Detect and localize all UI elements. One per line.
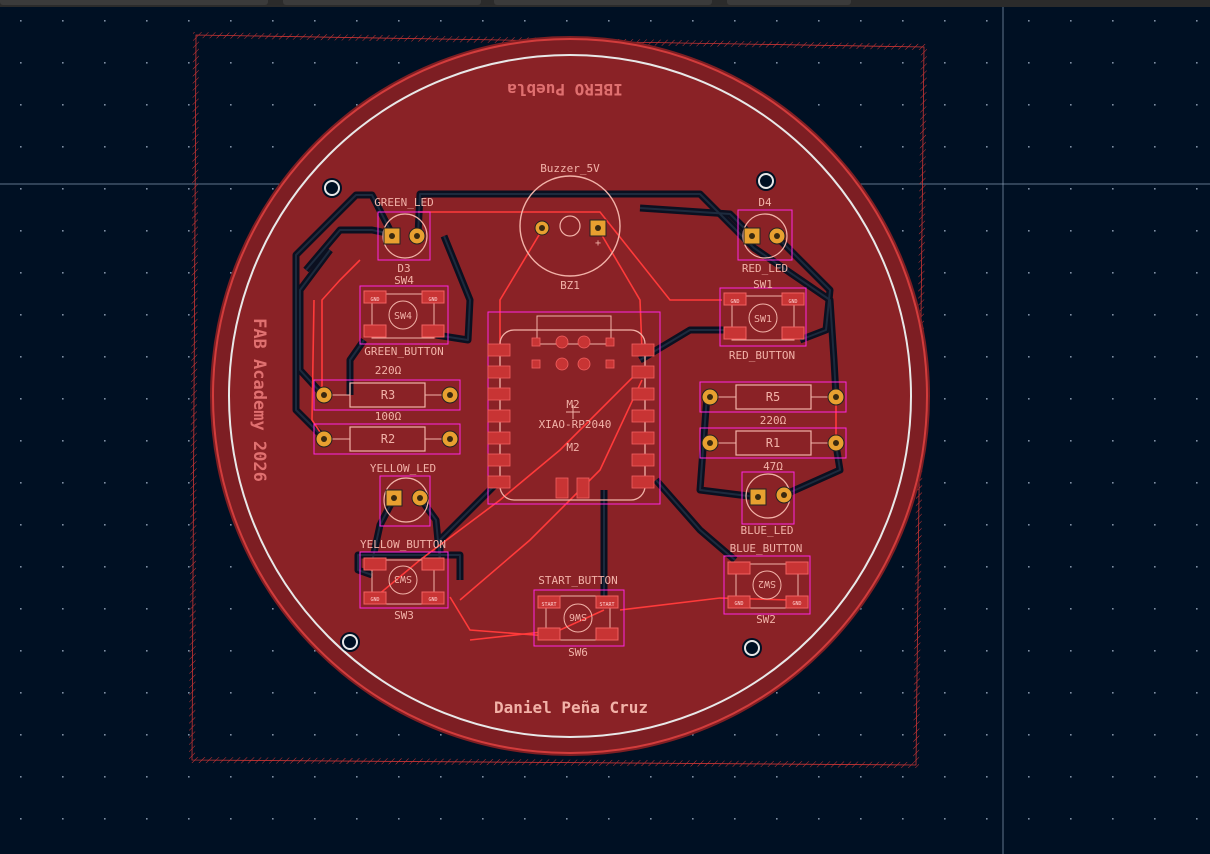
sw3-ref-label: SW3 xyxy=(394,609,414,622)
r3-value-label: 220Ω xyxy=(375,364,402,377)
sw2-ref-label: SW2 xyxy=(756,613,776,626)
toolbar-tab[interactable] xyxy=(283,0,481,5)
buzzer-plus-label: + xyxy=(595,238,601,249)
resistor-r1-footprint[interactable]: R1 47Ω xyxy=(699,427,847,473)
mcu-value-label: XIAO-RP2040 xyxy=(539,418,612,431)
sw1-ref-label: SW1 xyxy=(753,278,773,291)
toolbar-tab[interactable] xyxy=(727,0,851,5)
d4-value-label: RED_LED xyxy=(742,262,788,275)
sw2-silk-label: SW2 xyxy=(758,578,776,589)
r5-value-label: 220Ω xyxy=(760,414,787,427)
board-author-text: Daniel Peña Cruz xyxy=(494,698,648,717)
led-d4-footprint[interactable]: D4 RED_LED xyxy=(737,196,793,275)
pad-label: GND xyxy=(792,601,801,607)
r5-ref-label: R5 xyxy=(766,390,780,404)
mcu-ref-top: M2 xyxy=(566,398,579,411)
pad-label: GND xyxy=(788,299,797,305)
pad-label: GND xyxy=(428,297,437,303)
r1-ref-label: R1 xyxy=(766,436,780,450)
sw6-ref-label: SW6 xyxy=(568,646,588,659)
pad-label: GND xyxy=(730,299,739,305)
d3-ref-label: D3 xyxy=(397,262,410,275)
pad-label: START xyxy=(541,602,556,608)
resistor-r5-footprint[interactable]: R5 220Ω xyxy=(699,381,847,427)
yellow-led-value-label: YELLOW_LED xyxy=(370,462,436,475)
hatched-keepout-outline xyxy=(188,31,928,769)
led-yellow-footprint[interactable]: YELLOW_LED xyxy=(370,462,436,527)
sw6-value-label: START_BUTTON xyxy=(538,574,617,587)
pad-label: GND xyxy=(428,597,437,603)
r3-ref-label: R3 xyxy=(381,388,395,402)
sw1-silk-label: SW1 xyxy=(754,314,772,325)
switch-sw6-footprint[interactable]: START START SW6 START_BUTTON SW6 xyxy=(533,574,625,659)
board-top-text: IBERO Puebla xyxy=(507,80,623,99)
r1-value-label: 47Ω xyxy=(763,460,783,473)
sw3-value-label: YELLOW_BUTTON xyxy=(360,538,446,551)
resistor-r3-footprint[interactable]: 220Ω R3 xyxy=(313,364,461,411)
led-d3-footprint[interactable]: GREEN_LED D3 xyxy=(374,196,434,275)
sw4-ref-label: SW4 xyxy=(394,274,414,287)
led-blue-footprint[interactable]: BLUE_LED xyxy=(741,471,795,537)
switch-sw2-footprint[interactable]: GND GND SW2 BLUE_BUTTON SW2 xyxy=(723,542,811,626)
blue-led-value-label: BLUE_LED xyxy=(741,524,794,537)
window-toolbar xyxy=(0,0,1210,7)
board-left-text: FAB Academy 2026 xyxy=(249,318,269,482)
switch-sw1-footprint[interactable]: GND GND SW1 SW1 RED_BUTTON xyxy=(719,278,807,362)
sw6-silk-label: SW6 xyxy=(569,611,587,622)
pad-label: GND xyxy=(734,601,743,607)
sw4-silk-label: SW4 xyxy=(394,311,412,322)
switch-sw3-footprint[interactable]: GND GND SW3 YELLOW_BUTTON SW3 xyxy=(359,538,449,622)
buzzer-ref-label: BZ1 xyxy=(560,279,580,292)
copper-tracks xyxy=(292,190,844,600)
pad-label: GND xyxy=(370,297,379,303)
switch-sw4-footprint[interactable]: GND GND SW4 SW4 GREEN_BUTTON xyxy=(359,274,449,358)
d4-ref-label: D4 xyxy=(758,196,772,209)
pad-label: GND xyxy=(370,597,379,603)
mounting-holes xyxy=(322,171,776,658)
toolbar-tab[interactable] xyxy=(494,0,712,5)
r2-ref-label: R2 xyxy=(381,432,395,446)
xiao-module-footprint[interactable]: M2 XIAO-RP2040 M2 xyxy=(487,311,661,505)
pcb-editor-canvas[interactable]: IBERO Puebla FAB Academy 2026 Daniel Peñ… xyxy=(0,7,1210,854)
resistor-r2-footprint[interactable]: 100Ω R2 xyxy=(313,410,461,455)
sw3-silk-label: SW3 xyxy=(394,573,412,584)
toolbar-tab[interactable] xyxy=(0,0,268,5)
sw1-value-label: RED_BUTTON xyxy=(729,349,795,362)
d3-value-label: GREEN_LED xyxy=(374,196,434,209)
sw4-value-label: GREEN_BUTTON xyxy=(364,345,443,358)
buzzer-value-label: Buzzer_5V xyxy=(540,162,600,175)
pad-label: START xyxy=(599,602,614,608)
r2-value-label: 100Ω xyxy=(375,410,402,423)
buzzer-footprint[interactable]: Buzzer_5V BZ1 + xyxy=(519,162,621,292)
sw2-value-label: BLUE_BUTTON xyxy=(730,542,803,555)
mcu-ref-bottom: M2 xyxy=(566,441,579,454)
